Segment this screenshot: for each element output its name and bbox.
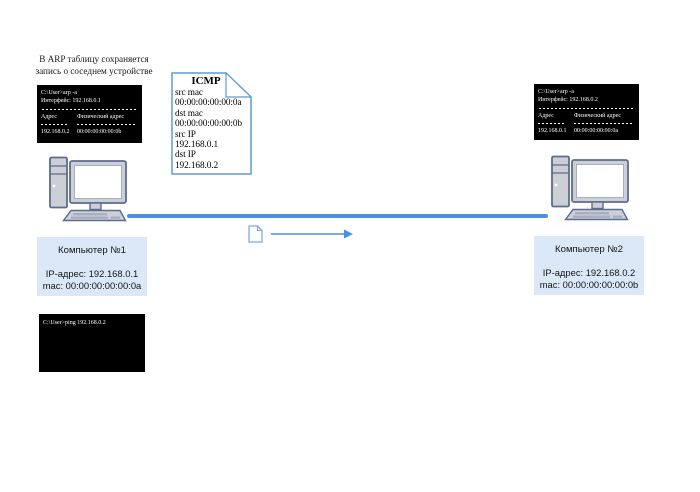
icmp-field-label: src IP (175, 129, 196, 140)
pc2-ip: IP-адрес: 192.168.0.2 (542, 267, 636, 278)
icmp-field-value: 00:00:00:00:00:0b (175, 119, 242, 130)
terminal-divider (77, 124, 137, 125)
icmp-field-value: 192.168.0.2 (175, 160, 219, 171)
pc2-name: Компьютер №2 (555, 244, 623, 255)
icmp-field-label: src mac (175, 88, 203, 98)
arp-header-address: Адрес (41, 114, 57, 120)
icmp-packet-card: ICMP src mac 00:00:00:00:00:0a dst mac 0… (171, 72, 252, 175)
arp-note-line1: В ARP таблицу сохраняется (39, 54, 149, 64)
icmp-field-label: dst mac (175, 108, 203, 119)
terminal-divider (539, 108, 633, 109)
icmp-field-value: 192.168.0.1 (175, 140, 219, 151)
pc2-mac: mac: 00:00:00:00:00:0b (539, 278, 639, 290)
pc1-address: IP-адрес: 192.168.0.1 mac: 00:00:00:00:0… (37, 268, 147, 291)
icmp-field-value: 00:00:00:00:00:0a (175, 98, 242, 109)
folded-document-icon (171, 72, 252, 175)
arp-header-physical: Физический адрес (77, 114, 125, 120)
terminal-arp-pc1: C:\User>arp -a Интерфейс: 192.168.0.1 Ад… (37, 85, 142, 143)
packet-document-icon (248, 225, 263, 248)
terminal-prompt: C:\User>ping 192.168.0.2 (43, 320, 106, 326)
terminal-interface: Интерфейс: 192.168.0.2 (538, 97, 598, 103)
icmp-fields: src mac 00:00:00:00:00:0a dst mac 00:00:… (175, 88, 251, 171)
terminal-divider (538, 123, 565, 124)
arp-entry-physical: 00:00:00:00:00:0b (77, 129, 122, 135)
icmp-field-label: dst IP (175, 150, 196, 161)
right-arrow-icon (270, 227, 354, 245)
arp-entry-address: 192.168.0.1 (538, 128, 567, 134)
pc2-address: IP-адрес: 192.168.0.2 mac: 00:00:00:00:0… (534, 267, 644, 290)
desktop-computer-icon-pc2 (549, 155, 629, 226)
pc1-name: Компьютер №1 (58, 245, 126, 256)
desktop-computer-icon-pc1 (47, 156, 127, 227)
arp-entry-address: 192.168.0.2 (41, 129, 70, 135)
terminal-ping-pc1: C:\User>ping 192.168.0.2 (39, 314, 145, 372)
terminal-divider (574, 123, 634, 124)
icmp-title: ICMP (191, 75, 221, 87)
terminal-prompt: C:\User>arp -a (538, 89, 574, 95)
pc1-mac: mac: 00:00:00:00:00:0a (42, 279, 142, 291)
arp-note: В ARP таблицу сохраняется запись о сосед… (33, 53, 155, 77)
terminal-divider (41, 124, 68, 125)
pc1-ip: IP-адрес: 192.168.0.1 (45, 268, 139, 279)
pc1-info-panel: Компьютер №1 IP-адрес: 192.168.0.1 mac: … (37, 237, 147, 296)
arp-header-address: Адрес (538, 113, 554, 119)
pc2-info-panel: Компьютер №2 IP-адрес: 192.168.0.2 mac: … (534, 236, 644, 295)
terminal-interface: Интерфейс: 192.168.0.1 (41, 98, 101, 104)
arp-entry-physical: 00:00:00:00:00:0a (574, 128, 618, 134)
arp-note-line2: запись о соседнем устройстве (35, 66, 153, 76)
terminal-divider (42, 109, 136, 110)
terminal-arp-pc2: C:\User>arp -a Интерфейс: 192.168.0.2 Ад… (534, 84, 639, 140)
terminal-prompt: C:\User>arp -a (41, 90, 77, 96)
network-link-line (127, 214, 548, 218)
arp-header-physical: Физический адрес (574, 113, 622, 119)
